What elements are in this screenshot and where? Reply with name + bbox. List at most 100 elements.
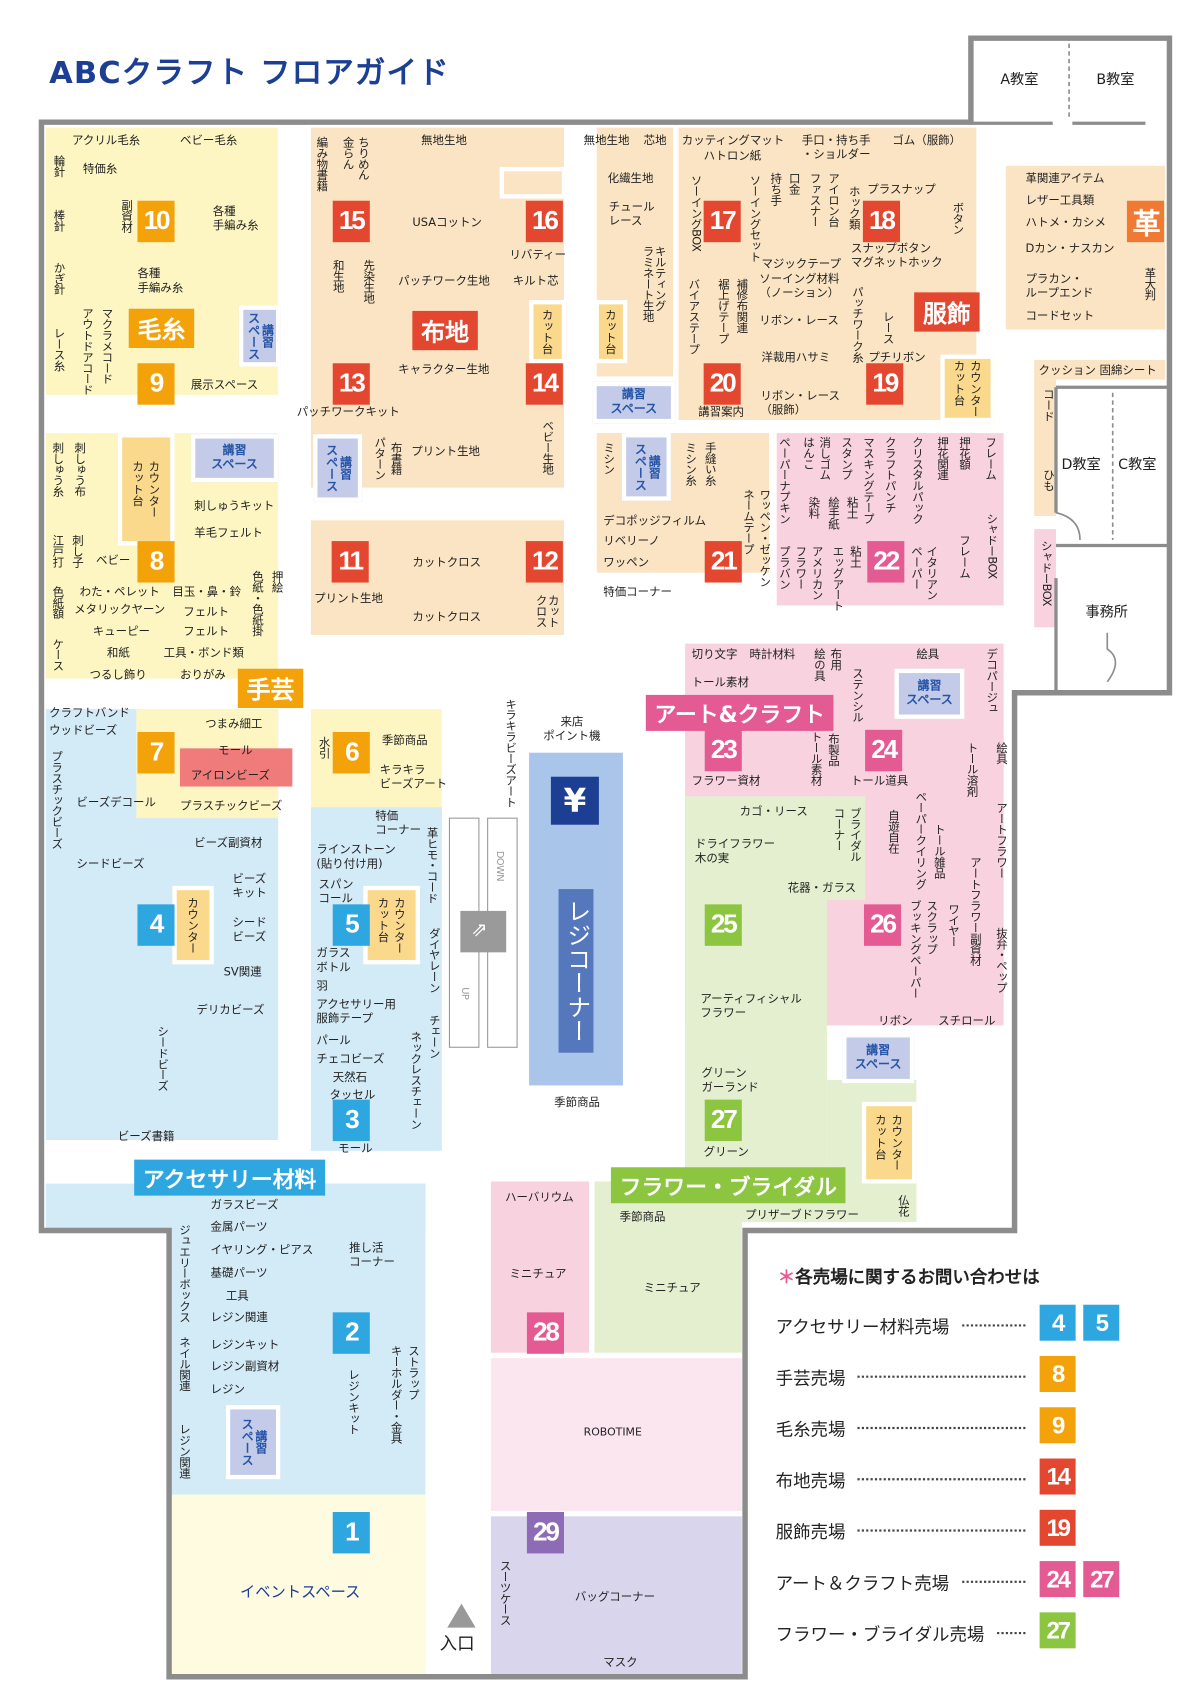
area-label: メタリックヤーン <box>74 603 166 617</box>
area-label: アメリカン <box>810 545 824 600</box>
area-label: 仏花 <box>896 1194 910 1217</box>
area-label: 色紙額 <box>51 585 65 619</box>
area-label: アクリル毛糸 <box>71 134 141 148</box>
badge: 6 <box>332 731 370 774</box>
badge: 23 <box>704 729 742 772</box>
area-label: ネイル関連 <box>177 1336 191 1391</box>
counter: カウンター カット台 <box>861 1101 917 1184</box>
area-label: 無地生地 <box>583 134 630 148</box>
area-label: つるし飾り <box>89 668 147 682</box>
zone-accessory <box>169 1183 426 1495</box>
counter: カウンター カット台 <box>363 885 420 965</box>
area-label: シードビーズ <box>156 1025 170 1091</box>
point-machine[interactable]: 来店 ポイント機 <box>543 715 601 744</box>
area-label: おりがみ <box>179 668 226 682</box>
area-label: リボン <box>878 1014 913 1028</box>
area-label: プラバン <box>777 545 791 590</box>
area-label: 自遊自在 <box>886 809 901 854</box>
legend-row-label: 毛糸売場 <box>775 1419 846 1440</box>
area-label: ミニチュア <box>643 1281 701 1295</box>
area-label: 目玉・鼻・鈴 <box>172 585 242 599</box>
area-label: ケース <box>51 638 65 671</box>
badge: 14 <box>525 363 563 405</box>
area-label: 水引 <box>317 736 331 759</box>
zone-flower-lower <box>594 1181 742 1353</box>
area-label: 絵具 <box>916 647 940 662</box>
area-label: 季節商品 <box>619 1210 666 1224</box>
area-label: ホック類 <box>847 185 861 230</box>
room-a: A教室 <box>1000 71 1039 89</box>
area-label: フェルト <box>183 605 230 619</box>
leader-dots <box>857 1426 1026 1430</box>
area-label: イタリアン <box>925 545 939 600</box>
area-label: レジン関連 <box>177 1423 191 1479</box>
area-label: 工具 <box>225 1289 249 1303</box>
area-label: 和生地 <box>331 259 345 293</box>
area-label: ブッキングペーパー <box>908 899 922 999</box>
area-label: スクラップ <box>925 899 939 955</box>
badge: 13 <box>332 363 370 405</box>
category-handicraft: 手芸 <box>237 668 304 708</box>
area-label: 持ち手 <box>769 172 783 206</box>
badge: 28 <box>526 1312 564 1354</box>
counter: カウンター カット台 <box>940 354 995 423</box>
area-label: 切り文字 <box>691 647 738 662</box>
badge: 8 <box>137 541 175 583</box>
area-label: キラキラビーズアート <box>504 698 518 808</box>
category-fabric: 布地 <box>412 310 478 351</box>
area-label: プラスナップ <box>867 183 936 197</box>
area-label: ネームテープ <box>741 488 755 555</box>
area-label: ソーイング材料 （ノーション） <box>759 272 840 301</box>
area-label: イベントスペース <box>239 1583 361 1602</box>
legend-badge: 24 <box>1039 1561 1076 1598</box>
legend-heading-text: 各売場に関するお問い合わせは <box>795 1266 1040 1288</box>
area-label: 基礎パーツ <box>210 1266 268 1280</box>
area-label: チェコビーズ <box>316 1052 385 1066</box>
area-label: ベビー <box>95 554 131 568</box>
leader-dots <box>997 1631 1026 1635</box>
cut-table: カット台 <box>594 299 628 364</box>
area-label: リバティー <box>509 248 567 262</box>
area-label: パターン <box>373 436 387 480</box>
legend-badge: 14 <box>1039 1458 1076 1495</box>
area-label: 特価コーナー <box>603 585 672 599</box>
area-label: クラフトバンド <box>49 706 130 720</box>
area-label: 布書籍 <box>389 441 403 475</box>
area-label: トール溶剤 <box>965 741 979 797</box>
area-label: マスキングテープ <box>861 436 875 524</box>
area-label: デコパージュ <box>985 647 999 714</box>
badge: 11 <box>331 541 369 583</box>
lesson-space: 講習 スペース <box>313 434 363 502</box>
area-label: ゴム（服飾） <box>892 134 962 148</box>
category-art: アート&クラフト <box>645 694 834 731</box>
area-label: 各種 手編み糸 <box>212 205 259 233</box>
area-label: モール <box>218 743 253 758</box>
badge: 29 <box>526 1511 564 1554</box>
area-label: 時計材料 <box>749 647 796 662</box>
category-flower: フラワー・ブライダル <box>610 1167 846 1204</box>
area-label: ハトロン紙 <box>703 149 762 163</box>
badge: 19 <box>866 363 904 405</box>
area-label: ジュエリーボックス <box>177 1223 191 1323</box>
badge: 26 <box>863 904 902 946</box>
area-label: ソーイングBOX <box>689 174 703 252</box>
cut-table: カット台 <box>529 299 567 364</box>
area-label: 口金 <box>787 172 801 195</box>
area-label: 推し活 コーナー <box>349 1241 395 1269</box>
area-label: デリカビーズ <box>196 1003 265 1017</box>
area-label: 革ヒモ・コード <box>425 826 439 904</box>
area-label: アイロン台 <box>826 172 841 227</box>
area-label: ワッペン・ゼッケン <box>758 488 772 587</box>
area-label: ステンシル <box>850 667 865 723</box>
area-label: クッション 固綿シート <box>1038 364 1157 378</box>
zone-shadowbox <box>1034 529 1056 628</box>
lesson-space: 講習 スペース <box>842 1033 915 1084</box>
area-label: マクラメコード <box>100 307 114 384</box>
zone-robotime <box>490 1358 742 1511</box>
area-label: モール <box>338 1142 373 1156</box>
area-label: シャドーBOX <box>985 512 999 579</box>
leader-dots <box>962 1580 1026 1583</box>
area-label: マスク <box>603 1655 638 1670</box>
area-label: ワッペン <box>603 556 650 570</box>
